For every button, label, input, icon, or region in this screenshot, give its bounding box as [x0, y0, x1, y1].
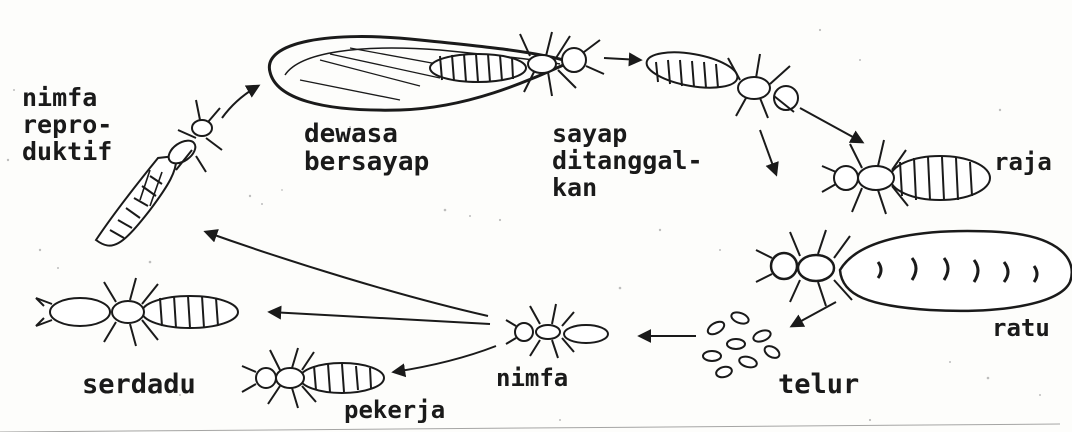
- dealated-termite: [644, 46, 798, 118]
- label-nymph: nimfa: [496, 366, 568, 392]
- label-soldier: serdadu: [82, 370, 196, 399]
- arrow-nymph-to-worker: [394, 346, 496, 372]
- label-queen: ratu: [992, 316, 1050, 342]
- scan-edge: [0, 424, 1060, 432]
- arrow-winged-to-shed: [604, 58, 640, 60]
- arrow-nymph-to-reproductive: [206, 232, 488, 316]
- nymph-termite: [506, 304, 608, 358]
- arrow-queen-to-eggs: [792, 302, 836, 326]
- king-termite: [822, 140, 990, 214]
- arrow-nymph-to-winged: [222, 86, 258, 118]
- label-eggs: telur: [778, 370, 859, 399]
- arrow-shed-to-queen: [760, 130, 776, 174]
- label-king: raja: [994, 150, 1052, 176]
- queen-termite: [756, 230, 1072, 311]
- arrow-shed-to-king: [800, 108, 862, 142]
- soldier-termite: [36, 278, 238, 346]
- egg-cluster: [703, 310, 781, 379]
- label-reproductive-nymph: nimfa repro- duktif: [22, 84, 112, 165]
- paper-speckle: [7, 29, 1041, 421]
- label-worker: pekerja: [344, 398, 445, 424]
- arrow-nymph-to-soldier: [270, 312, 490, 324]
- label-winged-adult: dewasa bersayap: [304, 120, 429, 176]
- winged-adult-termite: [269, 32, 604, 110]
- reproductive-nymph-termite: [96, 100, 222, 246]
- label-wings-shed: sayap ditanggal- kan: [552, 120, 703, 201]
